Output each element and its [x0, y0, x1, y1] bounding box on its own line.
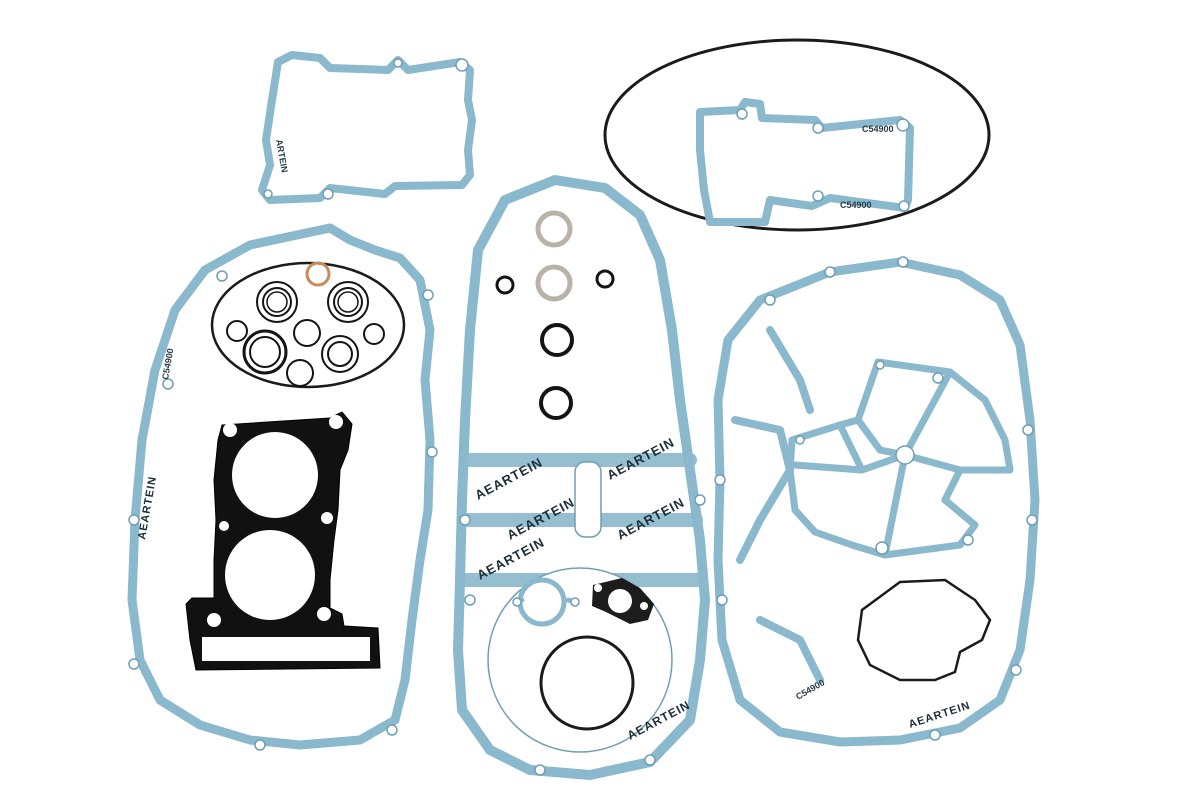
part-code-text: C54900: [862, 124, 894, 134]
cvt-cover-gasket: AEARTEIN AEARTEIN AEARTEIN AEARTEIN AEAR…: [453, 175, 710, 780]
gasket-print-text: ARTEIN: [274, 139, 290, 174]
small-flange-gaskets: [512, 577, 654, 627]
oring-assortment: [210, 261, 406, 389]
large-oring-loop: [603, 38, 991, 232]
right-oring: [856, 578, 992, 682]
center-oring: [539, 635, 635, 731]
valve-cover-gasket: ARTEIN: [258, 51, 476, 204]
rocker-gasket: C54900 C54900: [696, 98, 914, 226]
spoked-gasket: [786, 358, 1014, 559]
seal-column: [495, 210, 615, 420]
part-code-text: C54900: [794, 677, 826, 701]
cylinder-head-gasket: [185, 411, 381, 671]
part-code-text: C54900: [840, 200, 872, 210]
